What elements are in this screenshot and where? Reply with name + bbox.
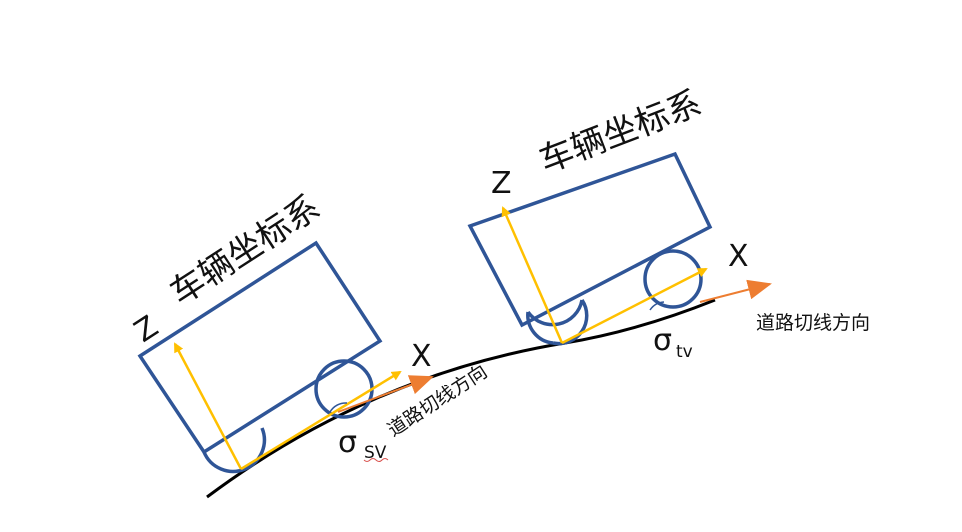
right-sigma-subscript: tv [676, 342, 693, 362]
right-tangent-label: 道路切线方向 [756, 312, 870, 334]
road-curve [206, 298, 716, 499]
right-rear-wheel-left [526, 311, 554, 345]
left-sigma: σ [338, 425, 357, 460]
right-x-label: X [728, 239, 749, 274]
left-vehicle-body [137, 240, 383, 455]
right-z-label: Z [491, 166, 512, 201]
left-rear-wheel [202, 427, 267, 474]
left-x-axis [240, 370, 402, 471]
left-tangent-arrow [337, 375, 434, 413]
left-z-axis [173, 342, 243, 470]
right-z-axis [501, 206, 564, 344]
left-sigma-subscript: SV [364, 443, 387, 463]
left-subscript-underline [363, 458, 389, 462]
left-angle-arc [329, 402, 348, 413]
right-tangent-arrow [699, 279, 772, 303]
left-x-label: X [411, 339, 432, 374]
right-rear-wheel-right [552, 299, 589, 346]
right-sigma: σ [653, 323, 672, 358]
right-rear-wheel [526, 299, 584, 327]
right-x-axis [561, 267, 708, 345]
left-front-wheel [314, 359, 374, 419]
right-front-wheel [643, 249, 703, 309]
right-angle-arc [649, 301, 665, 311]
left-vehicle [137, 240, 434, 474]
right-vehicle [467, 151, 772, 346]
right-vehicle-body [467, 151, 713, 328]
